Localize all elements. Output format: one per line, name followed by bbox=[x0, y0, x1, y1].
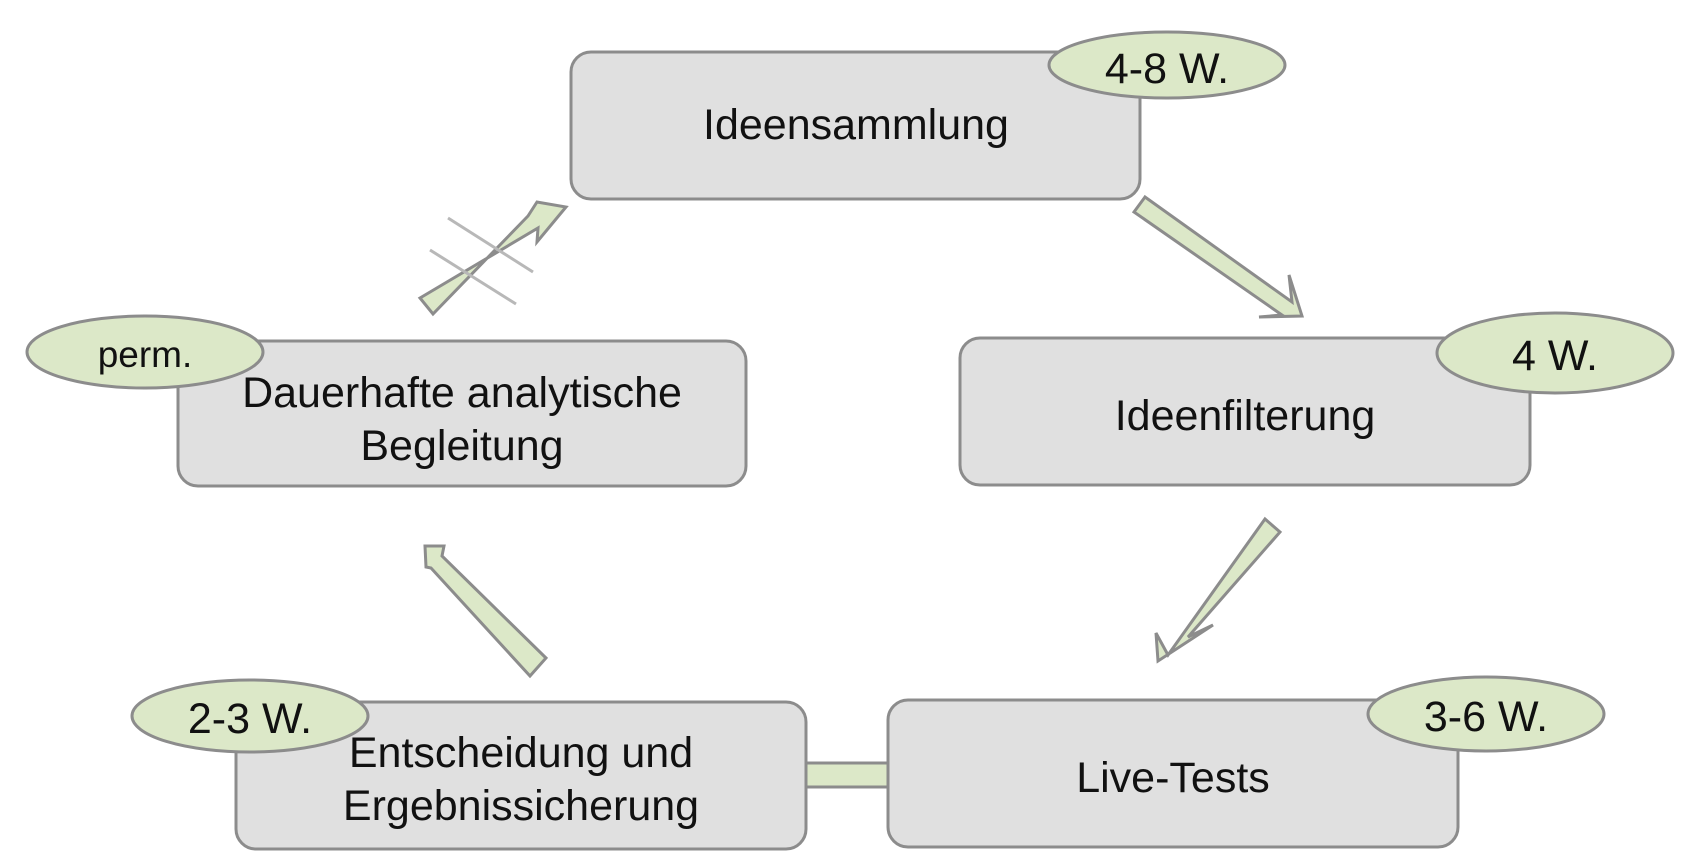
duration-badge-ideenfilterung bbox=[1435, 311, 1675, 395]
step-box-entscheidung bbox=[234, 700, 808, 851]
step-label-livetests: Live-Tests bbox=[1076, 754, 1270, 802]
step-box-ideenfilterung bbox=[958, 336, 1532, 487]
duration-badge-entscheidung bbox=[130, 678, 370, 754]
duration-label-livetests: 3-6 W. bbox=[1424, 693, 1548, 741]
break-mark-2 bbox=[429, 248, 517, 306]
step-label-ideensammlung: Ideensammlung bbox=[703, 101, 1009, 149]
arrow-filterung-to-livetests bbox=[1154, 516, 1283, 664]
step-box-livetests bbox=[886, 698, 1460, 849]
step-label-ideenfilterung: Ideenfilterung bbox=[1115, 392, 1376, 440]
step-label-begleitung-line2: Begleitung bbox=[360, 422, 563, 470]
duration-badge-livetests bbox=[1366, 675, 1606, 753]
step-box-begleitung bbox=[176, 339, 748, 488]
step-label-entscheidung-line2: Ergebnissicherung bbox=[343, 782, 699, 830]
break-mark-1 bbox=[447, 216, 534, 274]
arrow-sammlung-to-filterung bbox=[1131, 194, 1305, 319]
arrow-begleitung-to-sammlung bbox=[417, 200, 569, 317]
duration-badge-ideensammlung bbox=[1047, 30, 1287, 100]
duration-badge-begleitung bbox=[25, 314, 265, 390]
duration-label-ideenfilterung: 4 W. bbox=[1512, 332, 1598, 380]
arrow-entscheidung-to-begleitung bbox=[423, 544, 549, 679]
step-box-ideensammlung bbox=[569, 50, 1142, 201]
duration-label-entscheidung: 2-3 W. bbox=[188, 695, 312, 743]
step-label-begleitung-line1: Dauerhafte analytische bbox=[242, 369, 682, 417]
duration-label-begleitung: perm. bbox=[98, 334, 193, 375]
duration-label-ideensammlung: 4-8 W. bbox=[1105, 45, 1229, 93]
step-label-entscheidung-line1: Entscheidung und bbox=[349, 729, 693, 777]
